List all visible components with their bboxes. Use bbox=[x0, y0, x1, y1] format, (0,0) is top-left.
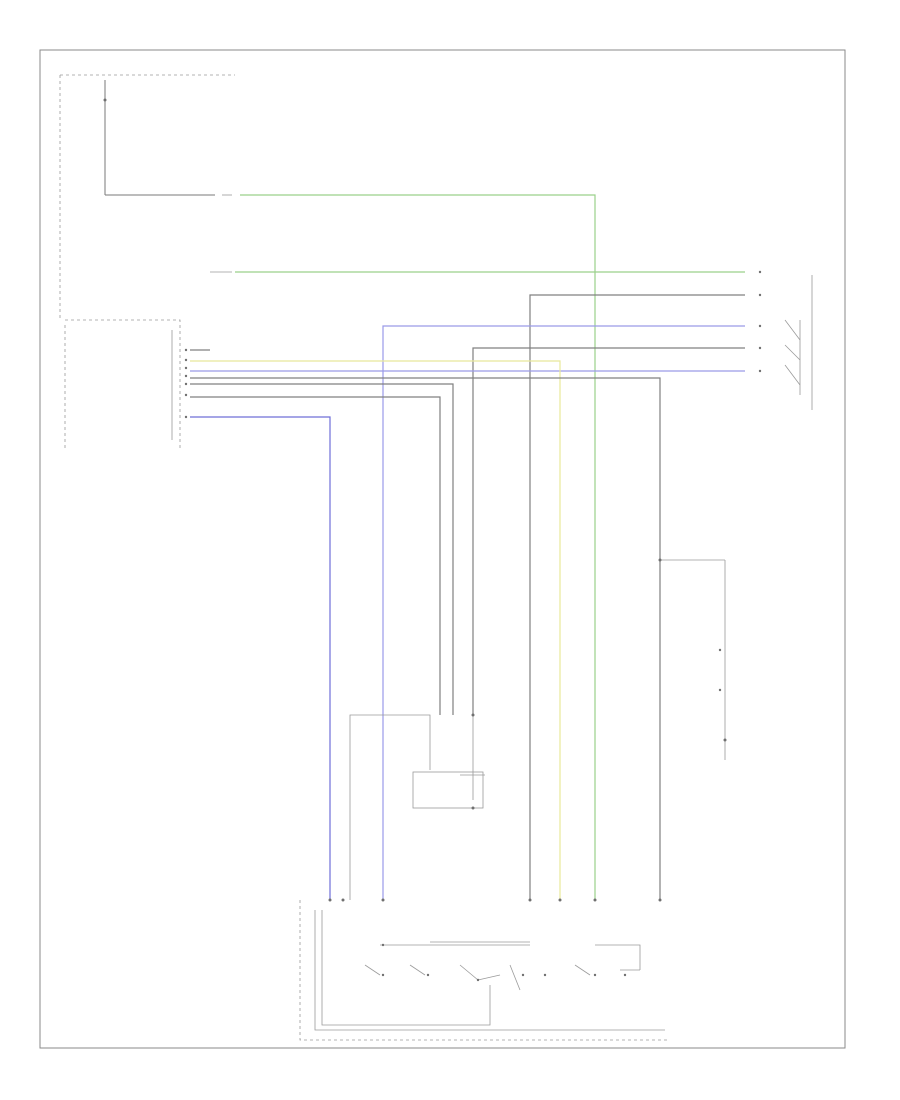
right-branch bbox=[658, 558, 727, 760]
grey-wire-right-switch bbox=[529, 294, 745, 900]
relay bbox=[349, 713, 485, 900]
power-feed bbox=[59, 74, 235, 320]
bottom-switch-assembly bbox=[299, 900, 670, 1041]
connector-pins bbox=[328, 898, 662, 902]
control-unit-wires bbox=[190, 349, 661, 900]
green-wire-top bbox=[240, 194, 596, 900]
right-switch bbox=[758, 270, 813, 410]
diagram-frame bbox=[39, 49, 846, 1049]
control-unit bbox=[64, 319, 188, 450]
blue-wire-right-switch bbox=[382, 325, 745, 900]
grey-wire-relay bbox=[472, 347, 745, 715]
